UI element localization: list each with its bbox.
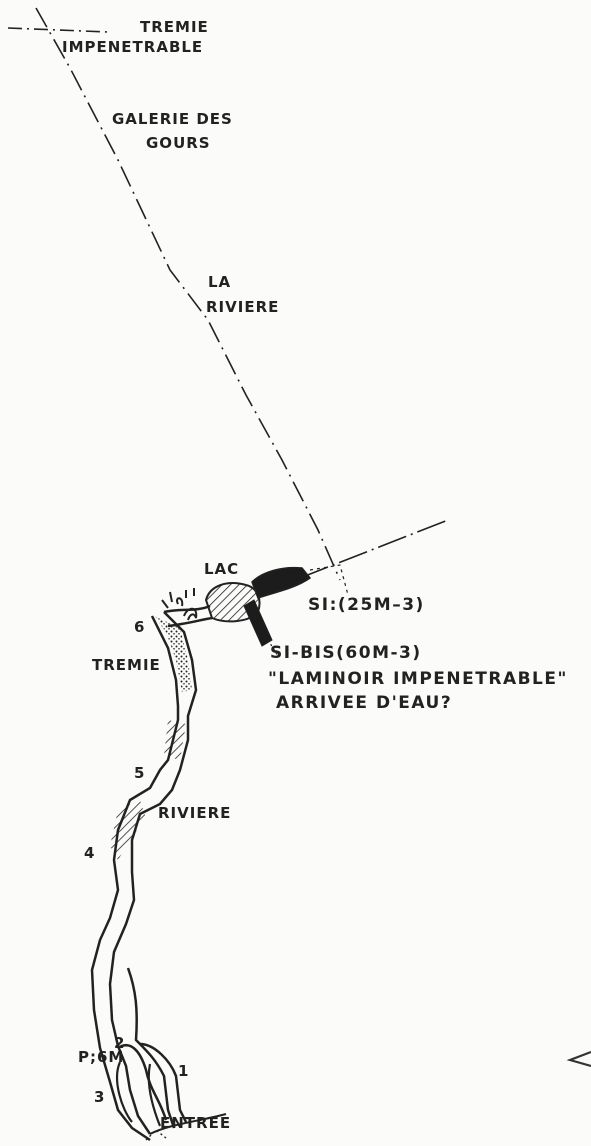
cave-passage-right-wall [108, 611, 198, 1135]
label-tremie: TREMIE [92, 656, 161, 674]
riviere-hatch-lower [110, 800, 146, 860]
cave-passage-left-wall [90, 615, 180, 1142]
label-lac: LAC [204, 560, 240, 578]
label-tremie-impenetrable-2: IMPENETRABLE [62, 38, 204, 56]
label-s1: SI:(25M–3) [308, 595, 425, 615]
lac-marks [161, 588, 195, 609]
label-pit-6m: P;6M [78, 1048, 125, 1066]
station-6: 6 [134, 618, 145, 636]
entrance-loop [116, 1061, 162, 1127]
entrance-passage-1 [117, 1044, 168, 1121]
sump-s1-bis [243, 599, 273, 647]
entrance-ground-line [149, 1113, 227, 1135]
top-survey-line [7, 27, 109, 33]
station-4: 4 [84, 844, 95, 862]
passage-to-lac [163, 604, 213, 628]
tremie-rubble [154, 616, 192, 692]
label-la-riviere-2: RIVIERE [206, 298, 280, 316]
label-entree: ENTREE [160, 1114, 232, 1132]
north-arrow-tip [566, 1050, 591, 1068]
label-galerie-des-gours-1: GALERIE DES [112, 110, 233, 128]
station-3: 3 [94, 1088, 105, 1106]
label-tremie-impenetrable-1: TREMIE [140, 18, 209, 36]
label-s1-bis: SI-BIS(60M-3) [270, 643, 422, 663]
station-2: 2 [114, 1034, 125, 1052]
station-5: 5 [134, 764, 145, 782]
label-galerie-des-gours-2: GOURS [146, 134, 211, 152]
label-la-riviere-1: LA [208, 273, 232, 291]
sump-survey-branch [309, 564, 349, 596]
station-1: 1 [178, 1062, 189, 1080]
entrance-passage-2 [126, 967, 176, 1129]
label-laminoir: "LAMINOIR IMPENETRABLE" [268, 669, 568, 689]
s1-bis-leader [267, 639, 279, 657]
label-riviere: RIVIERE [158, 804, 232, 822]
main-survey-line [35, 7, 341, 581]
riviere-hatch-upper [164, 720, 186, 760]
sump-survey-line [299, 519, 449, 579]
sump-s1 [251, 566, 312, 599]
entrance-passage-3 [139, 1042, 188, 1123]
label-arrivee-d-eau: ARRIVEE D'EAU? [276, 693, 453, 713]
